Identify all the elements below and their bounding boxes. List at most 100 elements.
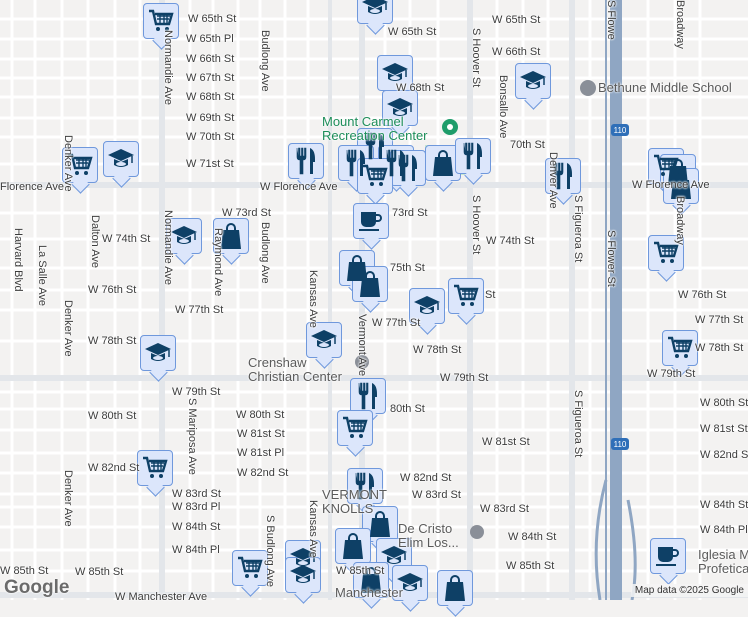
- shopping-bag-icon: [221, 223, 241, 249]
- school-marker[interactable]: [285, 557, 321, 593]
- restaurant-marker[interactable]: [455, 138, 491, 174]
- shopping-bag-marker[interactable]: [213, 218, 249, 254]
- street-label: W 70th St: [186, 131, 235, 143]
- school-marker[interactable]: [392, 565, 428, 601]
- shopping-cart-marker[interactable]: [648, 235, 684, 271]
- street-label: W 73rd St: [222, 207, 271, 219]
- restaurant-icon: [365, 132, 384, 160]
- svg-text:110: 110: [614, 126, 627, 135]
- street-label: W 79th St: [172, 386, 221, 398]
- coffee-marker[interactable]: [353, 203, 389, 239]
- school-icon: [171, 226, 197, 244]
- street-label: W 85th St: [75, 566, 124, 578]
- street-label: W Manchester Ave: [115, 591, 208, 603]
- street-label: St: [485, 289, 496, 301]
- street-label: Denker Ave: [62, 135, 74, 192]
- street-label: Budlong Ave: [259, 30, 271, 92]
- google-logo: Google: [4, 577, 70, 598]
- street-label: W 80th St: [88, 410, 137, 422]
- school-icon: [362, 0, 388, 14]
- shopping-cart-marker[interactable]: [662, 330, 698, 366]
- street-label: Broadway: [674, 0, 686, 49]
- poi-label[interactable]: Manchester: [335, 585, 403, 600]
- coffee-marker[interactable]: [650, 538, 686, 574]
- street-label: W 81st St: [700, 423, 748, 435]
- restaurant-marker[interactable]: [545, 158, 581, 194]
- street-label: W 78th St: [695, 342, 744, 354]
- school-icon: [290, 548, 316, 566]
- restaurant-marker[interactable]: [288, 143, 324, 179]
- shopping-cart-marker[interactable]: [62, 147, 98, 183]
- poi-label[interactable]: Crenshaw Christian Center: [248, 355, 342, 384]
- shopping-cart-marker[interactable]: [232, 550, 268, 586]
- street-label: Normandie Ave: [162, 210, 174, 286]
- place-pins: [355, 80, 596, 539]
- shopping-bag-marker[interactable]: [663, 168, 699, 204]
- school-marker[interactable]: [515, 63, 551, 99]
- school-marker[interactable]: [382, 90, 418, 126]
- shopping-bag-marker[interactable]: [353, 562, 389, 598]
- school-icon: [108, 149, 134, 167]
- shopping-cart-marker[interactable]: [137, 450, 173, 486]
- street-label: W 76th St: [88, 284, 137, 296]
- street-label: Denker Ave: [62, 300, 74, 357]
- shopping-bag-icon: [370, 511, 390, 537]
- shopping-cart-marker[interactable]: [448, 278, 484, 314]
- school-icon: [520, 71, 546, 89]
- school-marker[interactable]: [103, 141, 139, 177]
- shopping-bag-marker[interactable]: [352, 266, 388, 302]
- street-label: W 78th St: [413, 344, 462, 356]
- shopping-bag-marker[interactable]: [335, 528, 371, 564]
- shopping-bag-marker[interactable]: [437, 570, 473, 606]
- school-icon: [414, 296, 440, 314]
- shopping-cart-icon: [68, 153, 93, 175]
- street-label: W 69th St: [186, 112, 235, 124]
- street-label: W 83rd Pl: [172, 501, 221, 513]
- shopping-cart-icon: [363, 164, 388, 186]
- street-label: W 79th St: [440, 372, 489, 384]
- poi-label[interactable]: VERMONT KNOLLS: [322, 487, 387, 516]
- restaurant-marker[interactable]: [390, 150, 426, 186]
- shopping-cart-icon: [343, 416, 368, 438]
- shopping-cart-icon: [238, 556, 263, 578]
- poi-label[interactable]: Mount Carmel Recreation Center: [322, 114, 428, 143]
- school-marker[interactable]: [166, 218, 202, 254]
- street-label: 80th St: [390, 403, 425, 415]
- street-label: W 68th St: [396, 82, 445, 94]
- school-marker[interactable]: [357, 0, 393, 24]
- street-label: Dalton Ave: [89, 215, 101, 269]
- street-label: W 85th St: [0, 565, 49, 577]
- street-label: 73rd St: [392, 207, 428, 219]
- street-label: Bonsallo Ave: [497, 75, 509, 139]
- restaurant-icon: [346, 149, 365, 177]
- school-icon: [145, 343, 171, 361]
- restaurant-icon: [355, 472, 374, 500]
- street-label: W 66th St: [186, 53, 235, 65]
- shopping-cart-marker[interactable]: [357, 158, 393, 194]
- restaurant-marker[interactable]: [347, 468, 383, 504]
- street-label: W 80th St: [700, 397, 748, 409]
- street-label: Vermont Ave: [356, 314, 368, 377]
- shopping-cart-marker[interactable]: [337, 410, 373, 446]
- school-marker[interactable]: [306, 322, 342, 358]
- poi-label[interactable]: Bethune Middle School: [598, 80, 732, 95]
- street-label: W 85th St: [336, 565, 385, 577]
- street-label: Denver Ave: [547, 152, 559, 209]
- shopping-cart-marker[interactable]: [143, 3, 179, 39]
- restaurant-marker[interactable]: [350, 378, 386, 414]
- street-label: 70th St: [510, 139, 545, 151]
- street-label: S Mariposa Ave: [186, 398, 198, 475]
- poi-label[interactable]: De Cristo Elim Los...: [398, 521, 459, 550]
- school-marker[interactable]: [140, 335, 176, 371]
- map-attribution[interactable]: Map data ©2025 Google: [630, 584, 748, 597]
- street-label: W 65th Pl: [186, 33, 234, 45]
- street-label: S Figueroa St: [572, 195, 584, 263]
- street-label: S Hoover St: [470, 195, 482, 255]
- street-label: W 82nd St: [88, 462, 140, 474]
- coffee-icon: [359, 212, 382, 231]
- school-marker[interactable]: [409, 288, 445, 324]
- street-label: W 77th St: [372, 317, 421, 329]
- street-label: Kansas Ave: [307, 500, 319, 558]
- poi-label[interactable]: Iglesia M Profetica: [698, 547, 748, 576]
- school-icon: [311, 330, 337, 348]
